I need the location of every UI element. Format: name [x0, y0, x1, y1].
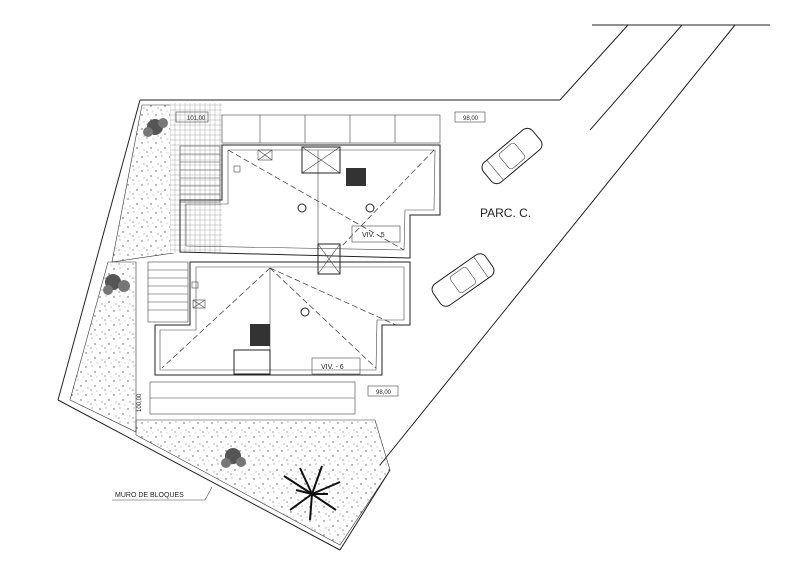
wall-label: MURO DE BLOQUES: [115, 492, 184, 499]
equipment-symbols: [191, 149, 273, 309]
walkways: [149, 114, 441, 415]
roof-viv-6: [154, 243, 411, 376]
parcel-label: PARC. C.: [480, 206, 531, 220]
plant-icon: [103, 274, 130, 295]
unit-5-box: [351, 225, 401, 243]
roof-viv-5: [179, 144, 441, 259]
level-left-side: 100,00: [137, 393, 143, 412]
car-lower: [431, 253, 495, 307]
level-box-top-right: [454, 111, 486, 123]
wall-label-leader: [112, 486, 213, 501]
road-boundary: [57, 24, 770, 551]
palm-icon: [283, 465, 341, 521]
level-top-right: 98,00: [463, 116, 479, 122]
level-box-top-left: [175, 111, 209, 123]
level-top-left: 101,00: [187, 116, 206, 122]
gravel-areas: [69, 104, 391, 546]
car-upper: [481, 127, 543, 185]
level-mid-right: 98,00: [376, 390, 392, 396]
unit-6-label: VIV. - 6: [321, 364, 344, 371]
unit-6-box: [311, 357, 361, 375]
plant-icon: [221, 448, 246, 468]
plant-icon: [143, 118, 168, 137]
level-box-mid-right: [367, 385, 399, 397]
stairs-upper: [179, 145, 221, 203]
stairs-lower: [147, 261, 189, 323]
unit-5-label: VIV. - 5: [362, 232, 385, 239]
